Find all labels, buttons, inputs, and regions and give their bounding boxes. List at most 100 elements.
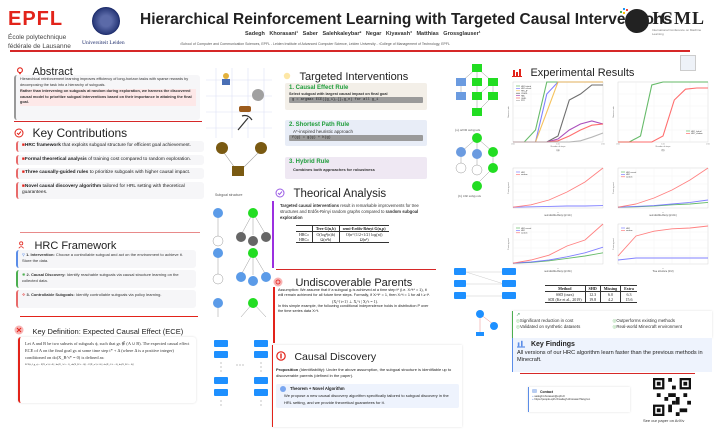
contribution-bold: Novel causal discovery algorithm xyxy=(24,183,102,189)
undiscoverable-card: Assumption: We assume that if a subgoal … xyxy=(273,287,435,343)
rule-name: 2. Shortest Path Rule xyxy=(289,122,350,128)
y-axis-label: Training cost xyxy=(612,182,615,194)
plot-area xyxy=(512,81,604,143)
contact-email[interactable]: sadegh.khorasani@epfl.ch xyxy=(534,395,566,398)
x-axis-label: n xyxy=(557,268,558,270)
proposition-label: Proposition xyxy=(276,367,299,372)
step-title: Intervention: xyxy=(30,252,55,257)
framework-heading: HRC Framework xyxy=(18,236,116,254)
undiscoverable-title: Undiscoverable Parents xyxy=(295,277,413,289)
bullseye-icon xyxy=(283,72,291,79)
causal-discovery-title: Causal Discovery xyxy=(294,351,377,363)
table-cell: 4.2 xyxy=(599,297,621,303)
table-header: Tree G(n,b) xyxy=(311,225,340,232)
contact-url[interactable]: https://people.epfl.ch/sadegh.khorasani?… xyxy=(534,398,591,401)
x-axis-label: n xyxy=(662,268,663,270)
rule-card-shortest-path: 2. Shortest Path Rule A*-inspired heuris… xyxy=(285,120,427,146)
key-findings-card: Key Findings All versions of our HRC alg… xyxy=(512,338,712,372)
y-axis-label: Training cost xyxy=(507,182,510,194)
highlights-card: ↗ ◎Significant reduction in cost ◎Outper… xyxy=(512,311,712,338)
gear-icon: ✺ xyxy=(22,272,26,277)
legend-label: HRC_random xyxy=(691,132,703,135)
contributions-heading: Key Contributions xyxy=(14,124,127,142)
table-cell: O(n^{1/2+1/2} log(n)) xyxy=(338,231,389,237)
theorem-text: We propose a new causal discovery algori… xyxy=(284,393,449,405)
undiscoverable-heading: Undiscoverable Parents xyxy=(273,273,412,291)
framework-divider xyxy=(20,316,198,317)
chart-title: Tree structure (b=2) xyxy=(652,270,673,273)
table-cell: SDI (Ke et al., 2019) xyxy=(548,297,582,302)
chart-icon xyxy=(517,340,525,348)
link-icon: ● xyxy=(532,398,534,401)
legend-label: HRC_hybrid xyxy=(691,130,701,133)
framework-step-2: ✺ 2. Causal Discovery: Identify reachabl… xyxy=(16,270,196,288)
subgoal-structure-diagram xyxy=(216,142,267,176)
time-series-matrix-diagram xyxy=(214,340,268,406)
email-icon: ● xyxy=(532,395,534,398)
theorem-dot-icon xyxy=(280,386,286,392)
affiliations: ¹School of Computer and Communication Sc… xyxy=(180,42,450,46)
results-title: Experimental Results xyxy=(530,67,635,79)
abstract-divider xyxy=(14,121,202,122)
series-line-random xyxy=(512,223,604,264)
arxiv-qr-code[interactable] xyxy=(652,378,692,416)
users-icon xyxy=(18,241,24,249)
key-findings-text: All versions of our HRC algorithm learn … xyxy=(517,350,703,363)
header-divider-right xyxy=(270,50,690,52)
rule-name: 1. Causal Effect Rule xyxy=(289,85,349,91)
causal-discovery-card: Causal Discovery Proposition (Identifiab… xyxy=(272,345,462,427)
x-tick-label: 0.00 xyxy=(511,144,515,146)
icml-logo: ICML xyxy=(652,8,705,28)
table-cell: 12.3 xyxy=(584,291,601,297)
ece-card: Let A and B be two subsets of subgoals ϕ… xyxy=(18,337,196,403)
contribution-item: ■HRC framework that exploits subgoal str… xyxy=(16,141,204,152)
target-icon xyxy=(14,325,24,335)
highlight-item: ◎Outperforms existing methods xyxy=(612,318,675,323)
legend-label: HRC xyxy=(626,174,631,176)
wood-log-icon xyxy=(239,106,251,112)
highlight-item: ◎Real-world Minecraft environment xyxy=(612,324,683,329)
findings-divider xyxy=(520,373,695,374)
plot-area xyxy=(512,167,604,209)
table-header: Extra xyxy=(620,285,637,292)
check-circle-icon xyxy=(14,128,24,138)
and-subgoals-caption: (a) AND subgoals xyxy=(455,128,481,132)
legend-label: HRC-causal xyxy=(626,172,637,174)
leiden-seal-icon xyxy=(92,7,120,35)
table-cell: HRCₕ xyxy=(299,237,309,242)
theory-bold-2: random subgoal exploration xyxy=(280,209,419,220)
table-cell: 6.3 xyxy=(620,291,637,297)
highlight-item: ◎Validated on synthetic datasets xyxy=(516,324,581,329)
theory-title: Theorical Analysis xyxy=(293,188,387,200)
x-tick-label: 0.00 xyxy=(616,144,620,146)
rule-name: 3. Hybrid Rule xyxy=(289,159,330,165)
series-line-random xyxy=(512,167,604,208)
x-tick-label: 2.00 xyxy=(706,144,710,146)
y-axis-label: Training cost xyxy=(507,238,510,250)
table-cell: 15.6 xyxy=(620,297,637,303)
step-num: 3. xyxy=(26,292,30,297)
theory-divider xyxy=(276,269,436,270)
stone-icon xyxy=(252,89,264,101)
series-line-hrc-hybrid xyxy=(618,81,708,143)
series-line-ppo xyxy=(513,132,604,143)
chart-title: (b) xyxy=(662,149,665,152)
abstract-p1: Hierarchical reinforcement learning impr… xyxy=(20,77,189,87)
ece-title: Key Definition: Expected Causal Effect (… xyxy=(32,327,184,336)
contact-title: Contact xyxy=(540,390,554,394)
table-header: semi-Erdős-Rényi G(n,p) xyxy=(338,225,389,232)
rule-desc: A*-inspired heuristic approach xyxy=(293,129,354,134)
plot-area xyxy=(512,223,604,265)
table-cell: 19.8 xyxy=(584,297,601,303)
ece-text: Let A and B be two subsets of subgoals ϕ… xyxy=(25,341,190,360)
chart-panel: HRC-hybridHRC-causalHRC-A*CDHRLHACOHRLPP… xyxy=(507,81,605,152)
independence-formula: (Xⱼ^{t+1} ⊥ Xᵢ^t | Xⱼ^t = 1). xyxy=(332,298,378,304)
table-cell: 6.0 xyxy=(599,291,621,297)
legend-label: HRC xyxy=(521,172,526,174)
contribution-bold: Three causally-guided rules xyxy=(24,170,89,175)
table-cell: Ω(n²b) xyxy=(311,237,340,243)
targeted-heading: Targeted Interventions xyxy=(283,67,408,85)
